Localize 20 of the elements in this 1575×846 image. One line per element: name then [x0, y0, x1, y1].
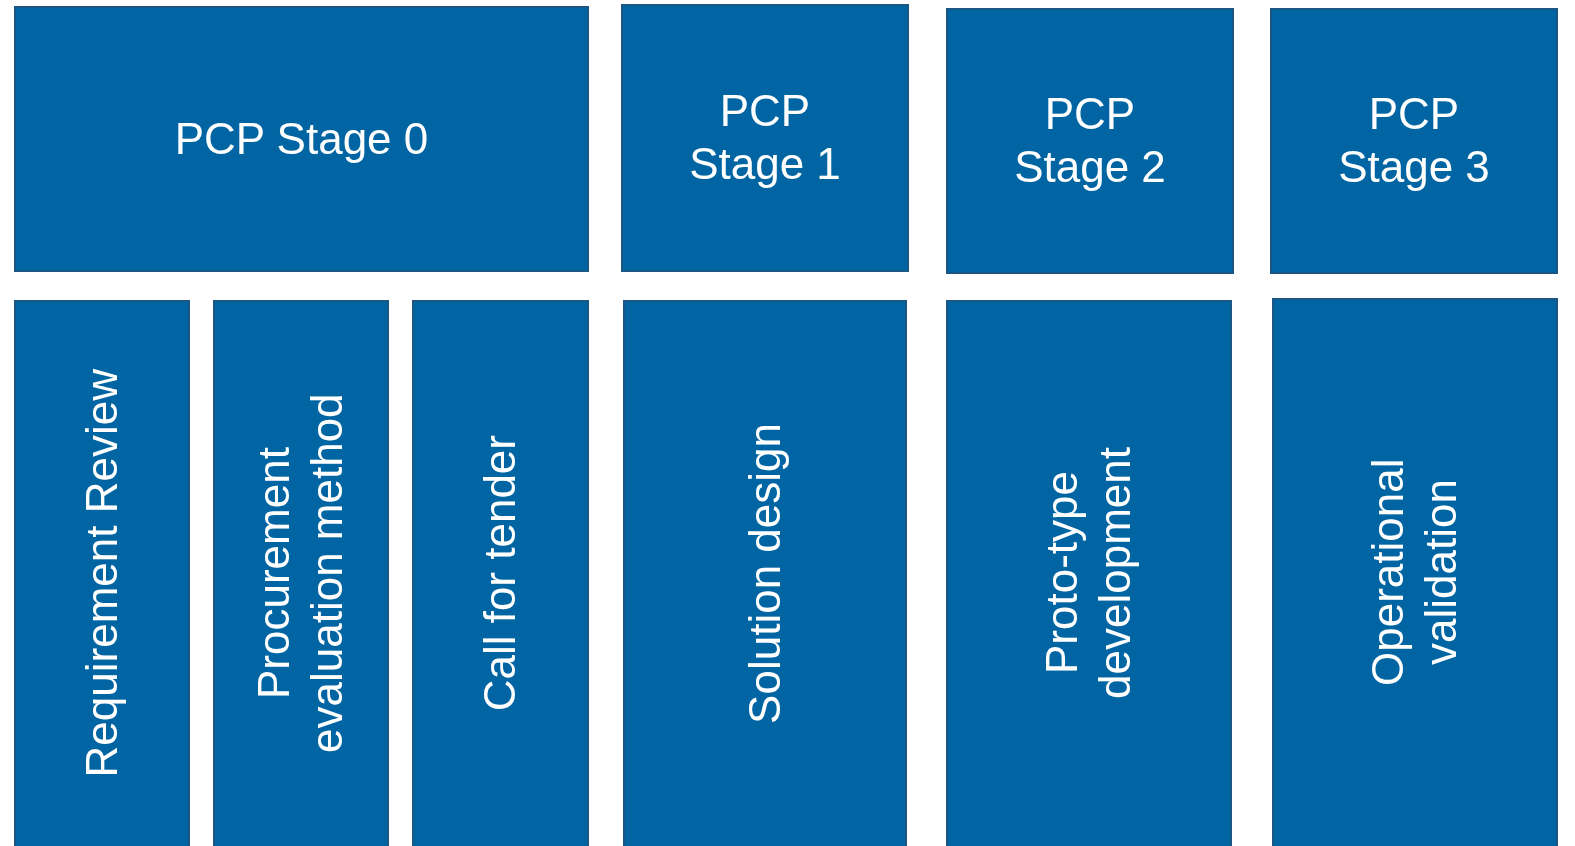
activity-label: Requirement Review: [75, 368, 127, 778]
activity-label: Solution design: [738, 422, 790, 724]
activity-box: [412, 300, 589, 846]
stage-label: PCP Stage 2: [1013, 88, 1167, 193]
stage-box: [1270, 8, 1558, 274]
activity-label: Proto-type development: [1036, 446, 1140, 701]
stage-box: [14, 6, 589, 272]
activity-label: Procurement evaluation method: [248, 392, 352, 755]
stage-box: [621, 4, 909, 272]
activity-box: [1272, 298, 1558, 846]
stage-label: PCP Stage 1: [688, 85, 842, 190]
activity-box: [213, 300, 389, 846]
activity-label: Call for tender: [474, 434, 526, 712]
activity-box: [946, 300, 1232, 846]
stage-box: [946, 8, 1234, 274]
activity-label: Operational validation: [1362, 457, 1466, 688]
stage-label: PCP Stage 0: [174, 112, 429, 165]
stage-label: PCP Stage 3: [1337, 88, 1491, 193]
activity-box: [14, 300, 190, 846]
activity-box: [623, 300, 907, 846]
